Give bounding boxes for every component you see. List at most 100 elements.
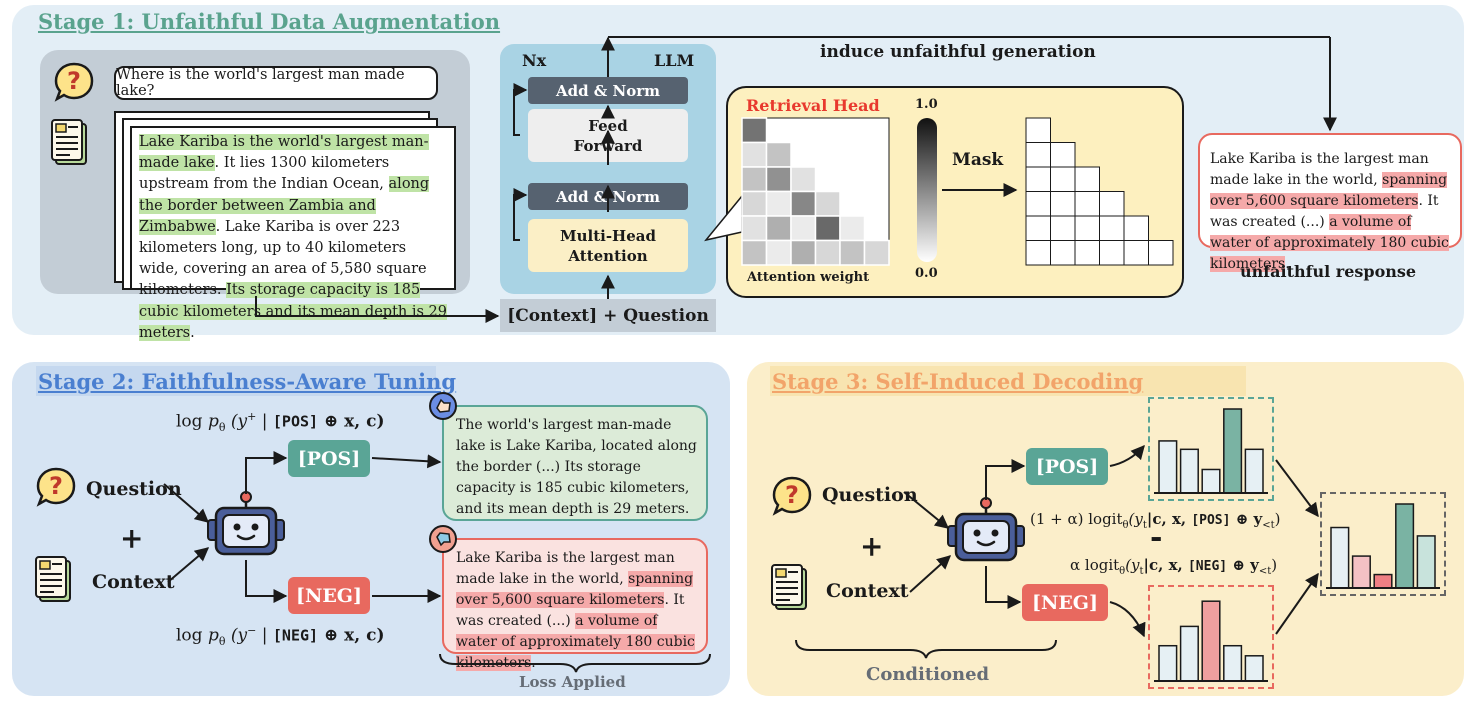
heatmap-cell: [765, 239, 792, 266]
mask-cell: [1025, 215, 1051, 241]
heatmap-cell: [741, 166, 768, 193]
attention-colorbar: [917, 118, 937, 262]
pos-distribution-bar: [1179, 448, 1199, 494]
neg-response-box: Lake Kariba is the largest man made lake…: [442, 538, 708, 671]
text-span: .: [190, 324, 195, 341]
pos-log-formula: log pθ (y+ | [POS] ⊕ x, c): [176, 410, 385, 434]
mask-cell: [1074, 215, 1100, 241]
combined-distribution-bar: [1373, 573, 1393, 589]
neg-distribution-bar: [1244, 655, 1264, 682]
question-to-robot-arrow: [163, 483, 210, 523]
mask-cell: [1050, 191, 1076, 217]
svg-text:?: ?: [67, 67, 81, 95]
robot-to-pos-arrow: [245, 451, 288, 494]
mask-cell: [1074, 166, 1100, 192]
text-span: . Lake Kariba is over 223 kilometers lon…: [139, 218, 427, 299]
formula-part: p: [207, 625, 219, 646]
stage3-title-bg: [770, 366, 1246, 396]
residual-arrow-2: [513, 83, 528, 136]
heatmap-cell: [863, 239, 890, 266]
formula-part: [POS]: [1191, 513, 1231, 528]
formula-part: <t: [1258, 566, 1272, 577]
combined-distribution-frame: [1320, 492, 1446, 596]
doc-to-input-arrow: [255, 296, 500, 323]
neg-chart-to-combined-arrow: [1275, 572, 1319, 635]
formula-part: |: [256, 411, 273, 432]
combined-distribution-bar: [1416, 535, 1436, 589]
context-to-robot-arrow: [167, 547, 210, 583]
question-label: Question: [86, 478, 182, 500]
context-label: Context: [826, 580, 909, 602]
robot-icon: [204, 490, 288, 560]
mask-cell: [1050, 166, 1076, 192]
svg-text:?: ?: [49, 472, 63, 500]
formula-part: α logit: [1070, 556, 1120, 574]
loss-brace: [439, 653, 711, 673]
formula-part: [NEG]: [1187, 559, 1228, 574]
attention-weight-label: Attention weight: [747, 270, 870, 285]
pos-chart-to-combined-arrow: [1275, 459, 1319, 518]
formula-part: ): [1271, 556, 1278, 574]
heatmap-cell: [765, 166, 792, 193]
robot-icon: [944, 496, 1028, 566]
formula-part: t: [1139, 566, 1144, 577]
formula-part: log: [176, 411, 208, 432]
neg-tag: [NEG]: [288, 577, 370, 614]
formula-part: ⊕ x, c): [318, 411, 385, 432]
document-icon: [770, 563, 810, 611]
question-text: Where is the world's largest man made la…: [116, 67, 405, 99]
heatmap-cell: [765, 190, 792, 217]
multi-head-attention: Multi-Head Attention: [528, 219, 688, 272]
formula-part: (y: [1125, 556, 1140, 574]
heatmap-cell: [741, 117, 768, 144]
heatmap-cell: [814, 215, 841, 242]
text-span: Lake Kariba is the largest man made lake…: [1210, 151, 1429, 188]
pos-distribution-bar: [1223, 408, 1243, 494]
pos-response-text: The world's largest man-made lake is Lak…: [456, 417, 697, 517]
pos-to-chart-arrow: [1109, 444, 1145, 467]
plus-sign: +: [120, 522, 144, 555]
mask-cell: [1050, 240, 1076, 266]
combined-distribution-bar: [1351, 555, 1371, 589]
thumbs-up-icon: [428, 391, 458, 421]
neg-distribution-bar: [1158, 644, 1178, 682]
combined-distribution-bar: [1330, 526, 1350, 589]
formula-part: ⊕ x, c): [318, 625, 385, 646]
mask-cell: [1099, 240, 1125, 266]
formula-part: (y: [225, 411, 248, 432]
document-icon: [34, 555, 74, 603]
formula-part: (y: [225, 625, 248, 646]
mask-cell: [1025, 142, 1051, 168]
retrieval-head-label: Retrieval Head: [746, 96, 880, 115]
mask-cell: [1074, 240, 1100, 266]
formula-part: |c, x,: [1146, 510, 1192, 528]
mask-cell: [1025, 117, 1051, 143]
heatmap-cell: [839, 239, 866, 266]
pos-distribution-bar: [1244, 448, 1264, 494]
heatmap-cell: [790, 190, 817, 217]
mask-cell: [1099, 191, 1125, 217]
plus-sign: +: [860, 530, 884, 563]
formula-part: ): [1274, 510, 1281, 528]
heatmap-cell: [741, 141, 768, 168]
context-document: Lake Kariba is the world's largest man-m…: [130, 126, 456, 341]
formula-part: |: [256, 625, 273, 646]
mask-cell: [1050, 215, 1076, 241]
nx-label: Nx: [522, 51, 547, 70]
heatmap-cell: [741, 239, 768, 266]
formula-part: θ: [218, 421, 226, 435]
svg-text:?: ?: [785, 481, 799, 509]
neg-distribution-bar: [1201, 600, 1221, 682]
heatmap-cell: [741, 215, 768, 242]
context-question-input: [Context] + Question: [500, 299, 716, 332]
question-to-robot-arrow: [903, 491, 950, 529]
text-span: .: [1285, 256, 1290, 272]
neg-tag: [NEG]: [1022, 584, 1108, 621]
residual-arrow-1: [513, 188, 528, 241]
mask-cell: [1074, 191, 1100, 217]
stage3-title: Stage 3: Self-Induced Decoding: [772, 369, 1144, 394]
formula-part: +: [247, 410, 257, 423]
robot-to-neg-arrow: [245, 560, 288, 603]
thumbs-down-icon: [428, 524, 458, 554]
